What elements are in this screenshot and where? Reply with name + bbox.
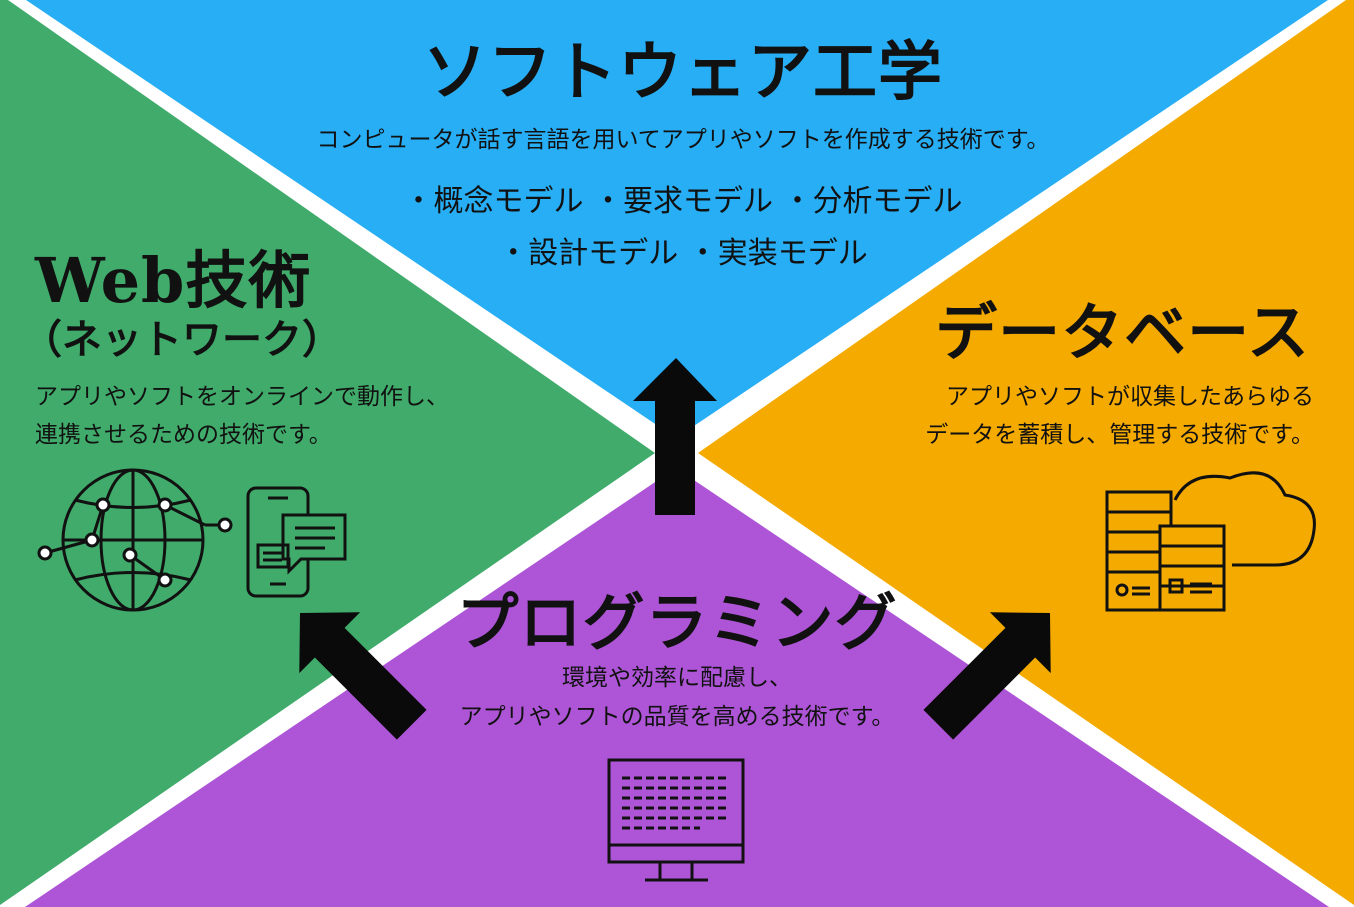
database-title: データベース — [935, 296, 1310, 369]
web-description-line2: 連携させるための技術です。 — [35, 422, 332, 448]
software-title: ソフトウェア工学 — [423, 35, 943, 110]
programming-description-line1: 環境や効率に配慮し、 — [562, 665, 792, 691]
monitor-code-icon — [607, 758, 745, 882]
database-description-line1: アプリやソフトが収集したあらゆる — [946, 384, 1314, 410]
arrow-up-right — [923, 612, 1051, 740]
software-bullets-line2: ・設計モデル ・実装モデル — [498, 236, 868, 271]
arrow-up — [633, 358, 717, 515]
software-region — [26, 0, 1328, 438]
database-description-line2: データを蓄積し、管理する技術です。 — [925, 422, 1314, 448]
programming-title: プログラミング — [456, 586, 898, 659]
software-bullets-line1: ・概念モデル ・要求モデル ・分析モデル — [403, 184, 963, 219]
web-title: Web技術 — [35, 244, 312, 317]
programming-description-line2: アプリやソフトの品質を高める技術です。 — [459, 704, 895, 730]
server-cloud-icon — [1105, 471, 1316, 612]
programming-region — [25, 468, 1329, 907]
arrow-up-left — [299, 612, 427, 740]
web-region — [0, 0, 655, 905]
web-subtitle: （ネットワーク） — [22, 316, 342, 363]
software-description: コンピュータが話す言語を用いてアプリやソフトを作成する技術です。 — [316, 127, 1050, 153]
web-description-line1: アプリやソフトをオンラインで動作し、 — [35, 384, 449, 410]
database-region — [698, 0, 1354, 905]
globe-network-icon — [37, 468, 233, 612]
smartphone-chat-icon — [246, 486, 347, 598]
